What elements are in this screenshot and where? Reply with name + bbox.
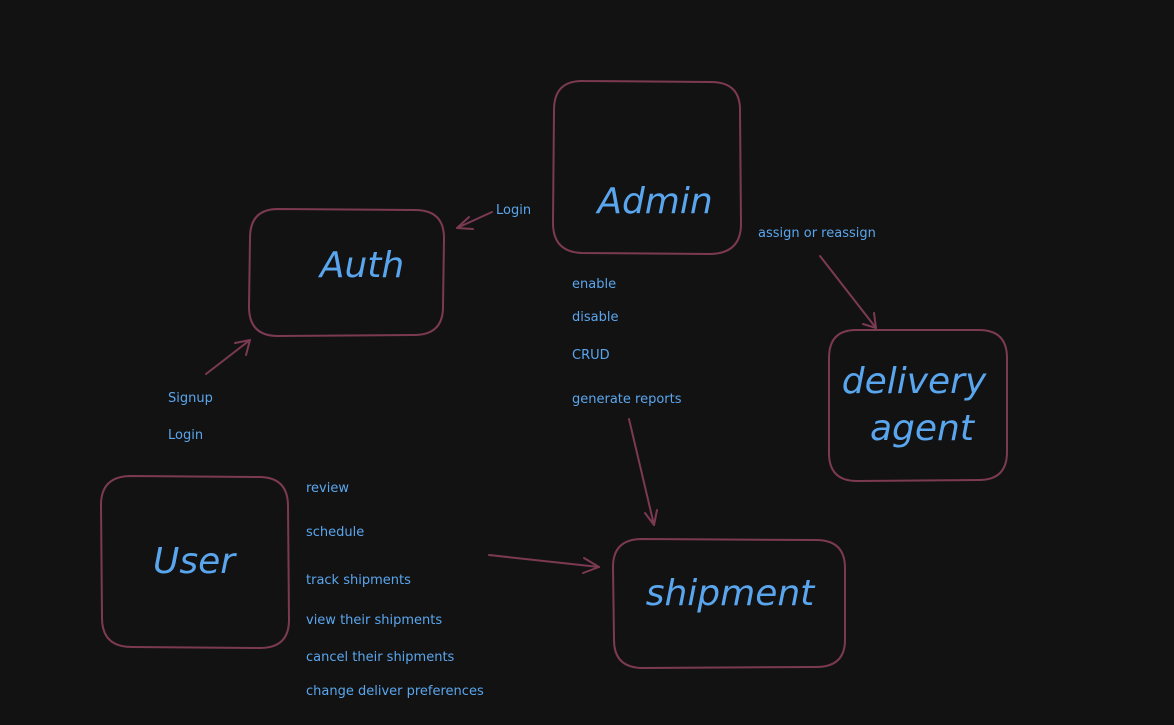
delivery-agent-label-line2: agent: [870, 408, 976, 449]
edge-label-cancel-shipments: cancel their shipments: [306, 650, 455, 665]
edge-label-track-shipments: track shipments: [306, 573, 411, 588]
edge-label-view-shipments: view their shipments: [306, 613, 442, 628]
edge-label-disable: disable: [572, 310, 618, 325]
edge-label-admin-login: Login: [496, 203, 531, 218]
edge-label-generate-reports: generate reports: [572, 392, 682, 407]
arrow-user-to-shipment: [488, 554, 600, 574]
auth-label: Auth: [318, 245, 404, 286]
user-label: User: [153, 541, 237, 582]
edge-label-change-preferences: change deliver preferences: [306, 684, 484, 699]
arrow-admin-to-shipment: [628, 418, 658, 526]
edge-label-review: review: [306, 481, 349, 496]
node-delivery-agent[interactable]: delivery agent: [828, 329, 1008, 483]
edge-label-enable: enable: [572, 277, 616, 292]
edge-label-user-login: Login: [168, 428, 203, 443]
node-admin[interactable]: Admin: [551, 79, 743, 256]
delivery-agent-box: [828, 329, 1008, 483]
node-auth[interactable]: Auth: [247, 207, 446, 338]
auth-box: [247, 207, 446, 338]
user-box: [99, 474, 291, 650]
edge-label-assign: assign or reassign: [758, 226, 876, 241]
admin-box: [551, 79, 743, 256]
delivery-agent-label-line1: delivery: [842, 361, 987, 402]
shipment-label: shipment: [646, 573, 816, 614]
edge-label-signup: Signup: [168, 391, 213, 406]
node-shipment[interactable]: shipment: [611, 537, 846, 670]
node-user[interactable]: User: [99, 474, 291, 650]
edge-label-crud: CRUD: [572, 348, 610, 363]
edge-label-schedule: schedule: [306, 525, 364, 540]
arrow-admin-to-delivery-agent: [819, 255, 877, 329]
admin-label: Admin: [595, 181, 712, 222]
arrow-admin-to-auth: [456, 211, 493, 230]
arrow-user-to-auth: [205, 339, 251, 375]
shipment-box: [611, 537, 846, 670]
